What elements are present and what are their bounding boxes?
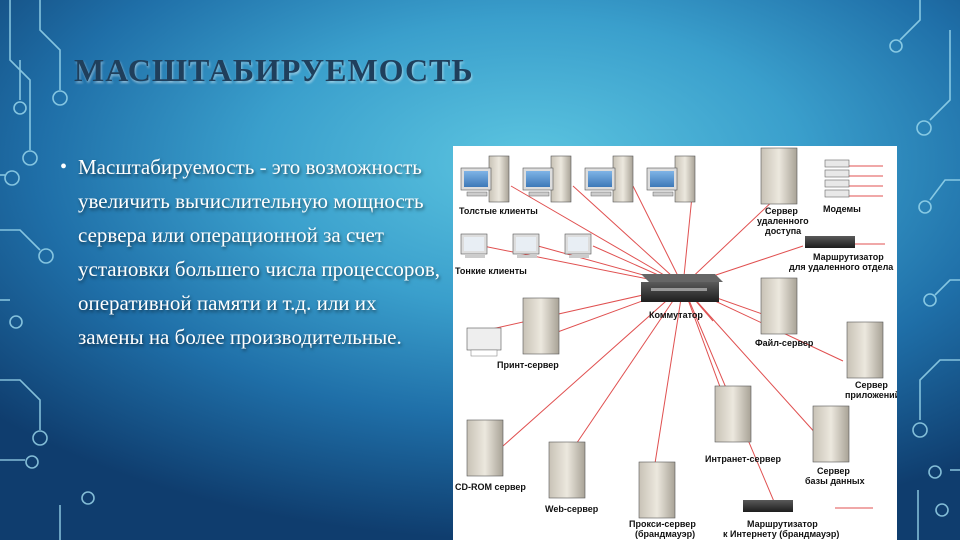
label-proxy-server-1: Прокси-сервер (629, 519, 696, 529)
label-modems: Модемы (823, 204, 861, 214)
label-internet-router-1: Маршрутизатор (747, 519, 818, 529)
thin-clients (460, 233, 592, 258)
label-remote-router-2: для удаленного отдела (789, 262, 894, 272)
label-switch: Коммутатор (649, 310, 703, 320)
label-db-server-2: базы данных (805, 476, 865, 486)
label-print-server: Принт-сервер (497, 360, 559, 370)
label-web-server: Web-сервер (545, 504, 599, 514)
bullet-marker: • (60, 156, 68, 178)
file-server-icon (760, 277, 798, 335)
modems-icon (824, 159, 850, 198)
label-intranet-server: Интранет-сервер (705, 454, 781, 464)
bullet-list: • Масштабируемость - это возможность уве… (60, 150, 445, 354)
label-db-server-1: Сервер (817, 466, 850, 476)
cdrom-server-icon (466, 419, 504, 477)
proxy-server-icon (638, 461, 676, 519)
label-internet-router-2: к Интернету (брандмауэр) (723, 529, 839, 539)
label-ras-1: Сервер (765, 206, 798, 216)
label-app-server-1: Сервер (855, 380, 888, 390)
label-file-server: Файл-сервер (755, 338, 814, 348)
printer-icon (466, 327, 502, 357)
print-server-icon (522, 297, 560, 355)
web-server-icon (548, 441, 586, 499)
label-thin-clients: Тонкие клиенты (455, 266, 527, 276)
label-ras-2: удаленного (757, 216, 809, 226)
network-diagram: Толстые клиенты Тонкие клиенты Сервер уд… (453, 146, 897, 540)
intranet-server-icon (714, 385, 752, 443)
label-ras-3: доступа (765, 226, 802, 236)
remote-access-server-icon (760, 147, 798, 205)
app-server-icon (846, 321, 884, 379)
label-app-server-2: приложений (845, 390, 897, 400)
slide-title: МАСШТАБИРУЕМОСТЬ (74, 52, 474, 88)
label-thick-clients: Толстые клиенты (459, 206, 538, 216)
bullet-item: Масштабируемость - это возможность увели… (78, 155, 441, 349)
label-cdrom-server: CD-ROM сервер (455, 482, 526, 492)
label-proxy-server-2: (брандмауэр) (635, 529, 695, 539)
thick-clients (460, 155, 696, 203)
internet-router-icon (743, 500, 793, 512)
switch-icon (641, 274, 723, 302)
label-remote-router-1: Маршрутизатор (813, 252, 884, 262)
db-server-icon (812, 405, 850, 463)
remote-router-icon (805, 236, 855, 248)
